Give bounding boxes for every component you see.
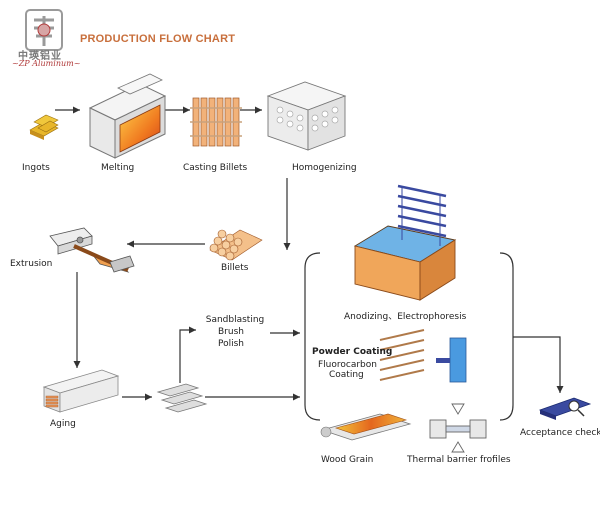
powder-coating-icon [379,329,467,383]
wood-grain-icon [320,413,412,441]
arrow-to-acceptance [513,336,564,393]
arrow-to-surface-treatments [179,326,196,383]
ingots-icon [29,114,59,140]
melting-furnace-icon [88,73,167,159]
page-title: PRODUCTION FLOW CHART [80,33,236,45]
label-homogenizing: Homogenizing [292,163,357,173]
label-wood-grain: Wood Grain [321,455,374,465]
bracket-right [499,252,514,421]
label-melting: Melting [101,163,135,173]
logo-english-name: ~ZP Aluminum~ [12,59,81,68]
label-sandblasting: Sandblasting [205,315,265,325]
label-powder-coating: Powder Coating [312,347,393,357]
label-coating: Coating [329,370,364,380]
bracket-left [304,252,321,421]
label-billets: Billets [221,263,249,273]
label-aging: Aging [50,419,76,429]
company-logo [25,9,63,51]
label-polish: Polish [217,339,244,349]
billets-icon [209,229,263,261]
label-anodizing: Anodizing、Electrophoresis [344,312,467,322]
label-ingots: Ingots [22,163,50,173]
label-casting-billets: Casting Billets [183,163,248,173]
homogenizing-furnace-icon [266,81,347,151]
thermal-barrier-icon [429,403,487,453]
anodizing-tank-icon [353,184,457,301]
label-brush: Brush [218,327,244,337]
casting-billets-icon [190,97,242,147]
acceptance-check-icon [538,397,592,420]
profiles-icon [156,383,208,413]
aging-oven-icon [42,369,120,413]
extrusion-press-icon [49,227,135,273]
label-fluorocarbon: Fluorocarbon [318,360,377,370]
label-thermal-barrier: Thermal barrier frofiles [407,455,511,465]
label-extrusion: Extrusion [10,259,53,269]
flow-arrows [55,106,564,421]
logo-chinese-name: 中瑛铝业 [18,51,62,62]
label-acceptance-check: Acceptance check [520,428,600,438]
